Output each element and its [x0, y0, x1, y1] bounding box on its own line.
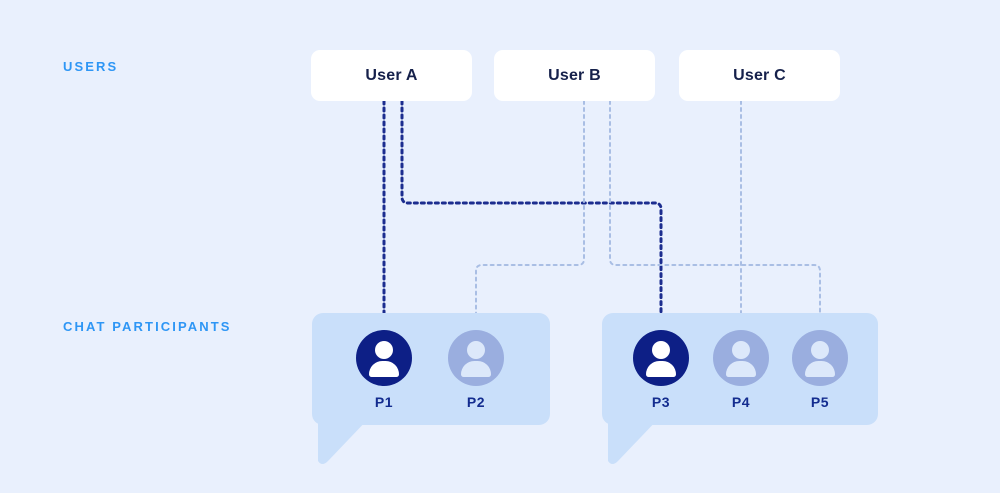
participant-label: P3: [651, 394, 671, 410]
participant-p2[interactable]: P2: [448, 330, 504, 410]
user-card-user-b[interactable]: User B: [494, 50, 655, 101]
user-card-label: User C: [733, 66, 786, 84]
person-icon: [713, 330, 769, 386]
person-icon-torso: [369, 361, 399, 377]
participant-label: P5: [810, 394, 830, 410]
person-icon-torso: [805, 361, 835, 377]
person-icon: [633, 330, 689, 386]
person-icon-head: [652, 341, 670, 359]
participant-label: P1: [374, 394, 394, 410]
users-section-label: USERS: [63, 59, 119, 74]
chat-bubble-body: [312, 313, 550, 425]
person-icon-torso: [726, 361, 756, 377]
person-icon-torso: [461, 361, 491, 377]
person-icon: [448, 330, 504, 386]
connector-user-b-to-p2: [475, 100, 585, 331]
user-card-user-a[interactable]: User A: [311, 50, 472, 101]
chat-bubble-tail: [318, 417, 370, 464]
participant-label: P2: [466, 394, 486, 410]
participant-p5[interactable]: P5: [792, 330, 848, 410]
person-icon: [356, 330, 412, 386]
user-card-label: User B: [548, 66, 601, 84]
connector-user-b-to-p5: [609, 100, 821, 331]
participant-p3[interactable]: P3: [633, 330, 689, 410]
user-card-user-c[interactable]: User C: [679, 50, 840, 101]
participant-p1[interactable]: P1: [356, 330, 412, 410]
person-icon-head: [811, 341, 829, 359]
participant-label: P4: [731, 394, 751, 410]
participant-p4[interactable]: P4: [713, 330, 769, 410]
chat-participants-section-label: CHAT PARTICIPANTS: [63, 319, 232, 334]
chat-bubble-tail: [608, 417, 660, 464]
person-icon-head: [375, 341, 393, 359]
person-icon-head: [732, 341, 750, 359]
user-card-label: User A: [365, 66, 418, 84]
person-icon-head: [467, 341, 485, 359]
person-icon: [792, 330, 848, 386]
person-icon-torso: [646, 361, 676, 377]
connector-user-a-to-p3: [400, 99, 663, 332]
